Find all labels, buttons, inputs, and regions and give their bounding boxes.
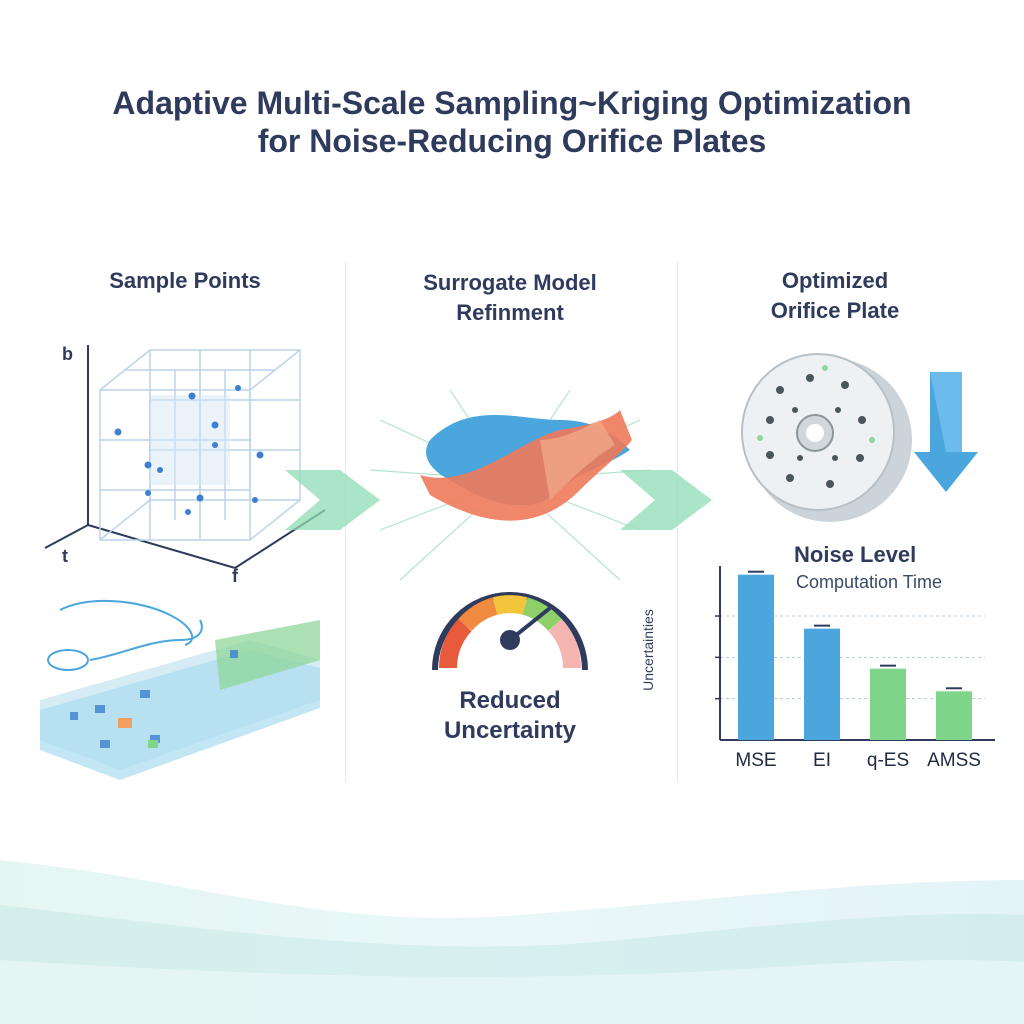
page-title: Adaptive Multi-Scale Sampling~Kriging Op… [0,84,1024,160]
x-tick-ei: EI [813,750,831,771]
optimized-plate-title: Optimized Orifice Plate [710,266,960,326]
bar-mse [738,574,774,740]
legend-computation-time: Computation Time [796,572,943,592]
gauge-line-2: Uncertainty [443,717,577,744]
bar-ei [804,628,840,740]
x-tick-q-es: q-ES [866,750,910,771]
axis-label-f: f [232,566,238,586]
reduced-uncertainty-label: Reduced Uncertainty [380,686,640,746]
optimized-title-line-2: Orifice Plate [770,298,900,323]
title-line-2: for Noise-Reducing Orifice Plates [257,123,767,159]
axis-label-b: b [62,344,73,364]
gauge-line-1: Reduced [459,687,561,714]
bar-q-es [870,668,906,740]
legend-noise-level: Noise Level [794,542,917,567]
title-line-1: Adaptive Multi-Scale Sampling~Kriging Op… [112,85,912,121]
bar-amss [936,691,972,740]
surrogate-title-line-2: Refinment [456,300,564,325]
surrogate-title-line-1: Surrogate Model [423,270,597,295]
x-tick-amss: AMSS [927,750,981,771]
surrogate-model-title: Surrogate Model Refinment [380,268,640,328]
x-tick-mse: MSE [735,750,777,771]
optimized-title-line-1: Optimized [781,268,889,293]
axis-label-t: t [62,546,68,566]
sample-points-title: Sample Points [109,268,261,293]
